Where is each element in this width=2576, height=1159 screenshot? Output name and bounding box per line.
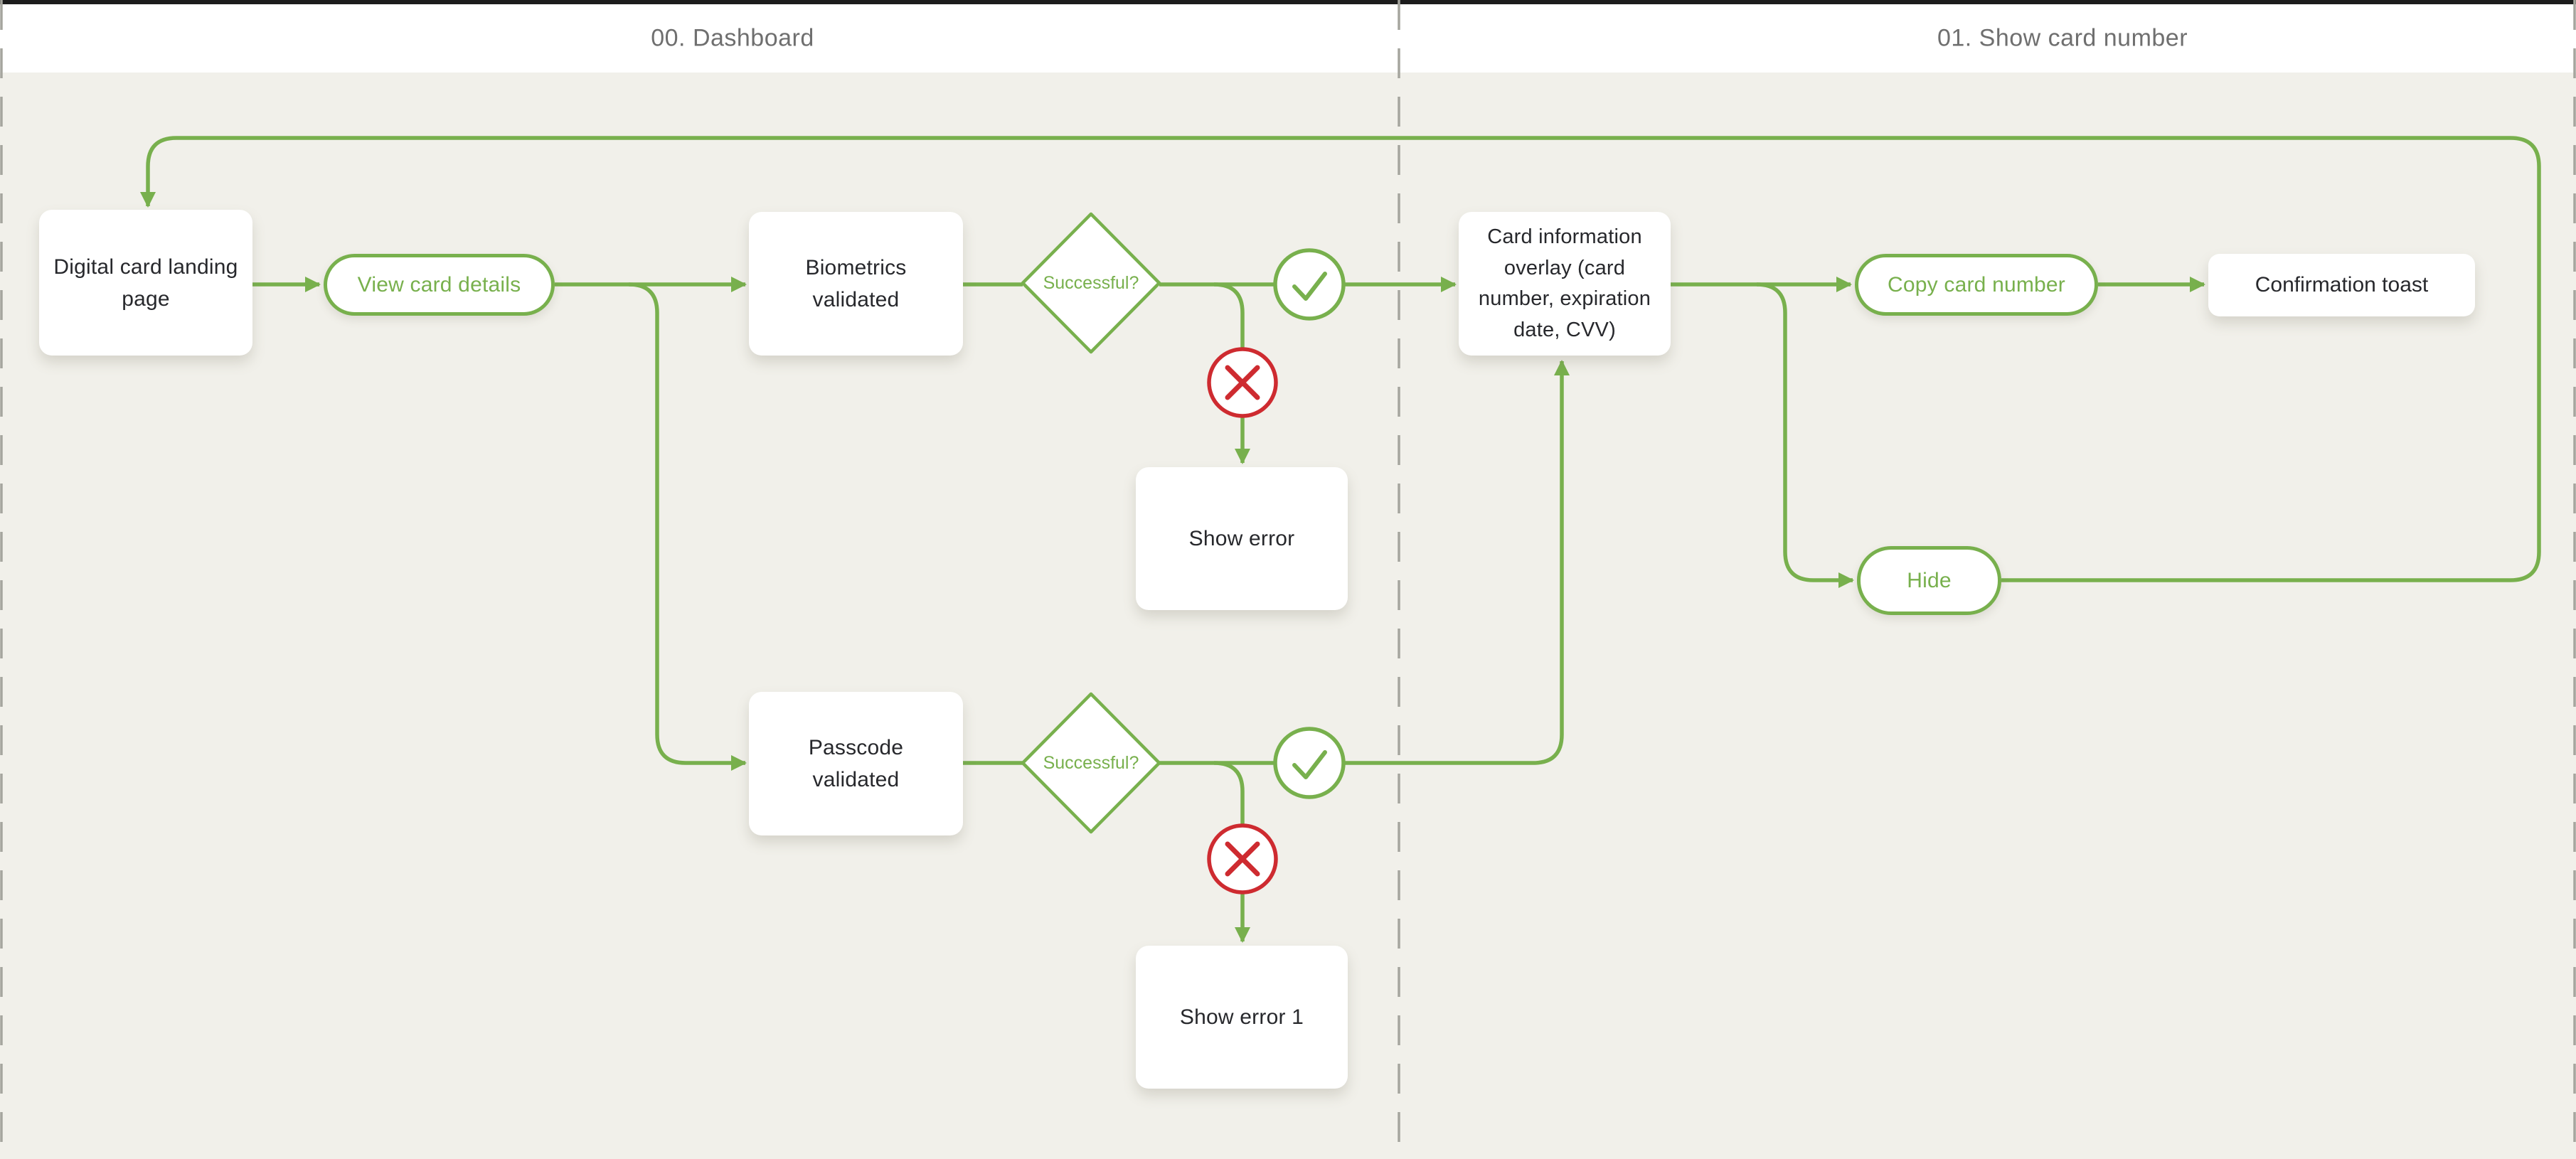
node-label: Show error bbox=[1188, 527, 1295, 550]
action-hide[interactable]: Hide bbox=[1857, 546, 2001, 615]
success-node-biometrics[interactable] bbox=[1273, 248, 1346, 321]
node-digital-card-landing-page[interactable]: Digital card landing page bbox=[39, 210, 252, 356]
action-view-card-details[interactable]: View card details bbox=[324, 254, 555, 316]
node-confirmation-toast[interactable]: Confirmation toast bbox=[2208, 254, 2475, 316]
node-biometrics-validated[interactable]: Biometrics validated bbox=[749, 212, 963, 356]
action-label: Copy card number bbox=[1888, 272, 2065, 297]
x-icon bbox=[1225, 841, 1260, 877]
node-label: Card information overlay (card number, e… bbox=[1478, 225, 1651, 341]
section-title-dashboard: 00. Dashboard bbox=[651, 24, 814, 52]
action-copy-card-number[interactable]: Copy card number bbox=[1855, 254, 2098, 316]
x-icon bbox=[1225, 365, 1260, 400]
node-label: Confirmation toast bbox=[2255, 273, 2429, 297]
artboard-top-border bbox=[0, 0, 2576, 4]
action-label: Hide bbox=[1907, 568, 1952, 592]
decision-label-biometrics: Successful? bbox=[1043, 272, 1139, 293]
node-passcode-validated[interactable]: Passcode validated bbox=[749, 692, 963, 835]
decision-label-passcode: Successful? bbox=[1043, 752, 1139, 773]
node-show-error[interactable]: Show error bbox=[1136, 467, 1348, 610]
section-title-show-card-number: 01. Show card number bbox=[1937, 24, 2188, 52]
decision-diamond-passcode[interactable] bbox=[1021, 692, 1161, 834]
node-show-error-1[interactable]: Show error 1 bbox=[1136, 946, 1348, 1089]
decision-diamond-biometrics[interactable] bbox=[1021, 212, 1161, 354]
check-icon bbox=[1292, 272, 1327, 301]
connector-view-details-to-passcode bbox=[628, 282, 747, 771]
node-label: Digital card landing page bbox=[53, 255, 238, 311]
connector-decision1-fail-drop bbox=[1213, 282, 1245, 349]
node-label: Show error 1 bbox=[1179, 1005, 1304, 1029]
node-card-information-overlay[interactable]: Card information overlay (card number, e… bbox=[1459, 212, 1671, 356]
action-label: View card details bbox=[357, 272, 521, 297]
check-icon bbox=[1292, 750, 1327, 779]
node-label: Passcode validated bbox=[808, 736, 904, 791]
connector-card-info-to-hide bbox=[1756, 282, 1854, 588]
connector-decision2-success-to-card-info bbox=[1159, 360, 1570, 765]
section-header-band bbox=[0, 4, 2576, 73]
success-node-passcode[interactable] bbox=[1273, 727, 1346, 799]
node-label: Biometrics validated bbox=[805, 256, 907, 311]
connector-decision2-fail-drop bbox=[1213, 761, 1245, 826]
connector-hide-loop-to-landing bbox=[140, 136, 2541, 582]
